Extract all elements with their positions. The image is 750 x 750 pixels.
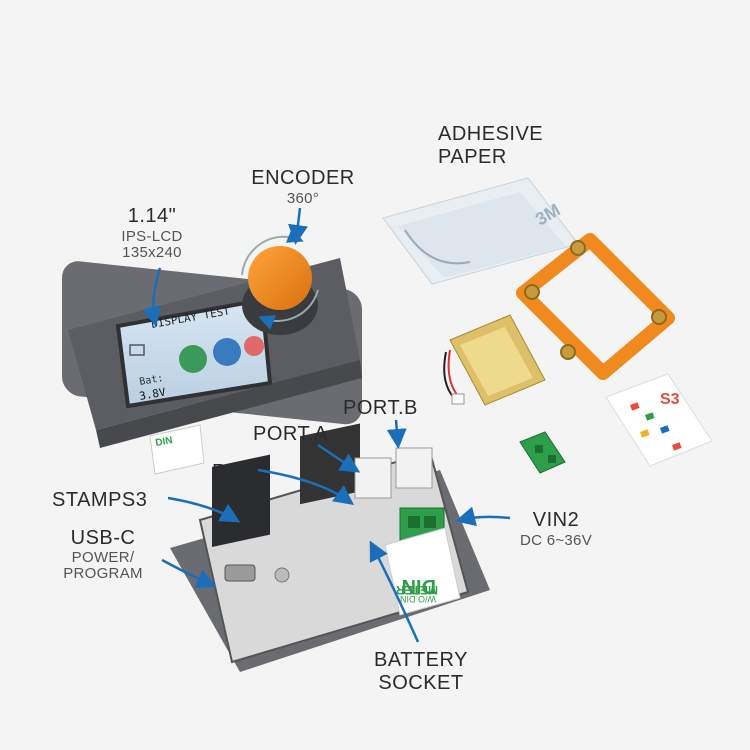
adhesive-paper: 3M xyxy=(382,177,579,285)
label-adhesive-line2: PAPER xyxy=(438,146,507,168)
label-lcd-sub1: IPS-LCD xyxy=(121,228,183,245)
sticker-title: S3 xyxy=(660,391,680,408)
din-bracket xyxy=(516,233,675,380)
label-usbc: USB-C POWER/ PROGRAM xyxy=(44,528,162,581)
arrow-lcd xyxy=(141,267,162,327)
label-port-b: PORT.B xyxy=(343,397,418,419)
lcd-bat-label: Bat: xyxy=(139,373,165,388)
arrow-stamps3 xyxy=(167,496,241,523)
lcd-bat-value: 3.8V xyxy=(138,385,167,402)
label-vin2: VIN2 DC 6~36V xyxy=(510,510,602,548)
label-lcd-sub2: 135x240 xyxy=(122,244,182,261)
label-adhesive: ADHESIVE PAPER xyxy=(438,124,543,167)
terminal-connector xyxy=(519,431,566,474)
arrow-port-a xyxy=(317,443,361,473)
label-usbc-sub1: POWER/ xyxy=(71,549,135,566)
arrow-vin2 xyxy=(455,506,511,527)
label-port-a: PORT.A xyxy=(253,423,328,445)
label-encoder: ENCODER 360° xyxy=(240,168,366,206)
label-battery-line1: BATTERY xyxy=(374,649,468,671)
label-vin2-title: VIN2 xyxy=(532,509,580,531)
label-rst: RST xyxy=(212,461,254,483)
back-label-din: DIN xyxy=(402,575,436,597)
label-battery-line2: SOCKET xyxy=(378,672,464,694)
device-back: DIN METER W/O DIN xyxy=(170,423,490,672)
label-vin2-sub: DC 6~36V xyxy=(519,532,593,549)
callout-arrows xyxy=(141,207,511,643)
arrow-battery xyxy=(369,540,420,643)
lipo-battery xyxy=(443,314,546,406)
back-label-wo-din: W/O DIN xyxy=(400,594,436,604)
label-stamps3: STAMPS3 xyxy=(52,489,148,511)
arrow-usbc xyxy=(161,558,217,588)
label-usbc-title: USB-C xyxy=(70,527,136,549)
label-lcd-title: 1.14" xyxy=(127,205,177,227)
label-encoder-title: ENCODER xyxy=(251,167,355,189)
arrow-encoder xyxy=(288,207,308,245)
stamps3-sticker: S3 xyxy=(605,373,713,467)
front-label-din: DIN xyxy=(155,435,174,449)
device-front: DISPLAY TEST Bat: 3.8V DIN xyxy=(62,228,362,475)
label-usbc-sub2: PROGRAM xyxy=(63,565,143,582)
label-adhesive-line1: ADHESIVE xyxy=(438,123,544,145)
label-encoder-sub: 360° xyxy=(286,190,320,207)
arrow-rst xyxy=(257,468,355,505)
back-label-meter: METER xyxy=(396,583,438,597)
label-battery: BATTERY SOCKET xyxy=(362,650,480,693)
label-lcd: 1.14" IPS-LCD 135x240 xyxy=(104,206,200,260)
arrow-port-b xyxy=(386,419,407,449)
